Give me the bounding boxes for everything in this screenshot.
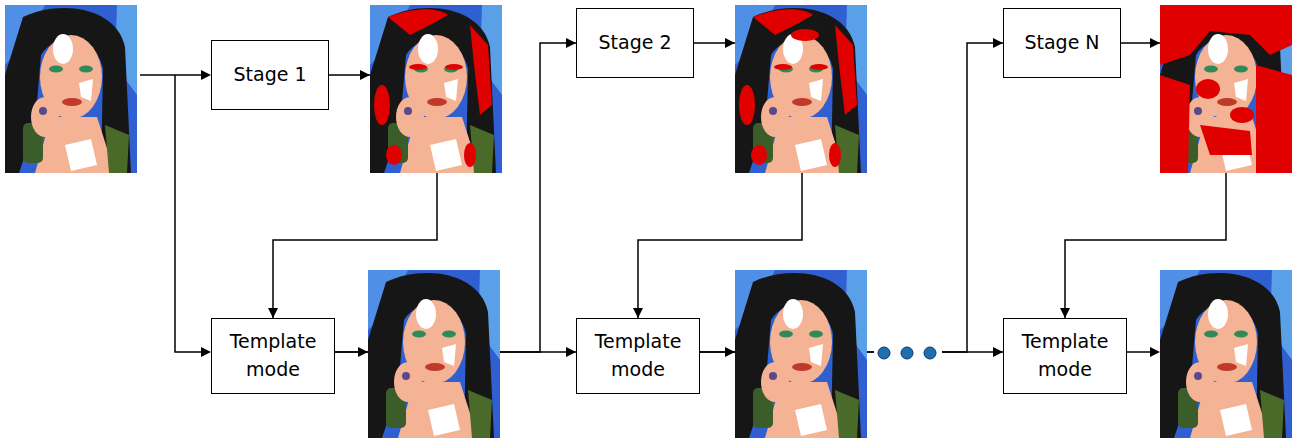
stage-output-image bbox=[1160, 5, 1292, 173]
box-label: Stage 1 bbox=[225, 61, 314, 89]
box-label: Stage N bbox=[1016, 29, 1107, 57]
ellipsis-dots bbox=[878, 347, 936, 359]
box-label: Template mode bbox=[577, 328, 699, 383]
process-box: Template mode bbox=[1003, 318, 1127, 394]
process-box: Stage 2 bbox=[576, 8, 694, 78]
box-label: Template mode bbox=[1004, 328, 1126, 383]
process-box: Template mode bbox=[576, 318, 700, 394]
input-image bbox=[5, 5, 137, 173]
image-arrowhead bbox=[201, 38, 1160, 357]
template-output-image bbox=[735, 270, 867, 438]
template-output-image bbox=[368, 270, 500, 438]
process-box: Stage 1 bbox=[211, 40, 329, 110]
feed-line bbox=[175, 75, 201, 352]
dots-ground bbox=[874, 340, 942, 364]
process-box: Template mode bbox=[211, 318, 335, 394]
process-box: Stage N bbox=[1003, 8, 1121, 78]
box-label: Template mode bbox=[212, 328, 334, 383]
box-label: Stage 2 bbox=[590, 29, 679, 57]
stage-output-image bbox=[735, 5, 867, 173]
template-output-image bbox=[1160, 270, 1292, 438]
stage-output-image bbox=[370, 5, 502, 173]
feed-line bbox=[140, 74, 201, 76]
